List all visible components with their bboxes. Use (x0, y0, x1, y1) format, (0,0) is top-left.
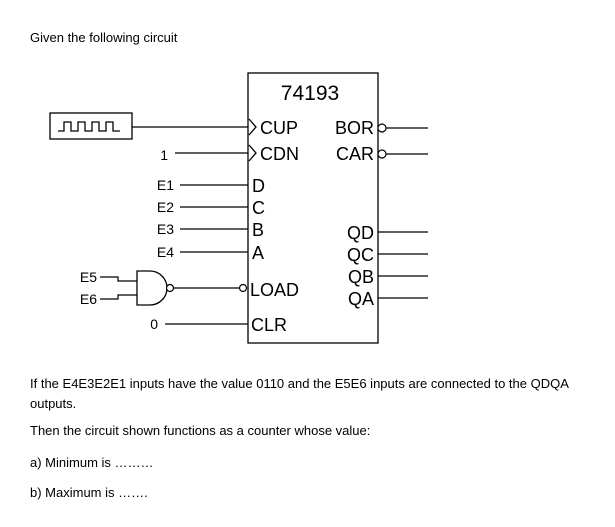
clr-input-value: 0 (150, 316, 158, 332)
pin-car: CAR (336, 144, 374, 164)
chip-74193 (247, 72, 379, 344)
pulse-waveform-icon (58, 121, 120, 132)
answer-a: a) Minimum is ……… (30, 455, 154, 470)
nand-inversion-bubble (165, 283, 175, 293)
e6-wire (100, 294, 137, 300)
pin-cup: CUP (260, 118, 298, 138)
pin-qc: QC (347, 245, 374, 265)
input-e5: E5 (80, 269, 97, 285)
input-e1: E1 (157, 177, 174, 193)
pin-cdn: CDN (260, 144, 299, 164)
pin-bor: BOR (335, 118, 374, 138)
chip-label: 74193 (281, 82, 339, 105)
pin-d: D (252, 176, 265, 196)
pin-qd: QD (347, 223, 374, 243)
cdn-clock-marker (248, 144, 257, 162)
nand-gate (136, 270, 168, 306)
cup-clock-marker (248, 118, 257, 136)
bor-inversion-bubble (377, 123, 387, 133)
intro-text: Given the following circuit (30, 30, 178, 45)
question-text: If the E4E3E2E1 inputs have the value 01… (30, 376, 569, 411)
then-text: Then the circuit shown functions as a co… (30, 423, 371, 438)
e5-wire (100, 276, 137, 282)
pin-clr: CLR (251, 315, 287, 335)
input-e3: E3 (157, 221, 174, 237)
pin-a: A (252, 243, 264, 263)
input-e6: E6 (80, 291, 97, 307)
input-e2: E2 (157, 199, 174, 215)
cdn-input-value: 1 (160, 147, 168, 163)
pin-b: B (252, 220, 264, 240)
answer-b: b) Maximum is ……. (30, 485, 148, 500)
pin-load: LOAD (250, 280, 299, 300)
clock-source (49, 112, 133, 140)
car-inversion-bubble (377, 149, 387, 159)
pin-qa: QA (348, 289, 374, 309)
input-e4: E4 (157, 244, 174, 260)
pin-c: C (252, 198, 265, 218)
pin-qb: QB (348, 267, 374, 287)
load-inversion-bubble (238, 283, 248, 293)
